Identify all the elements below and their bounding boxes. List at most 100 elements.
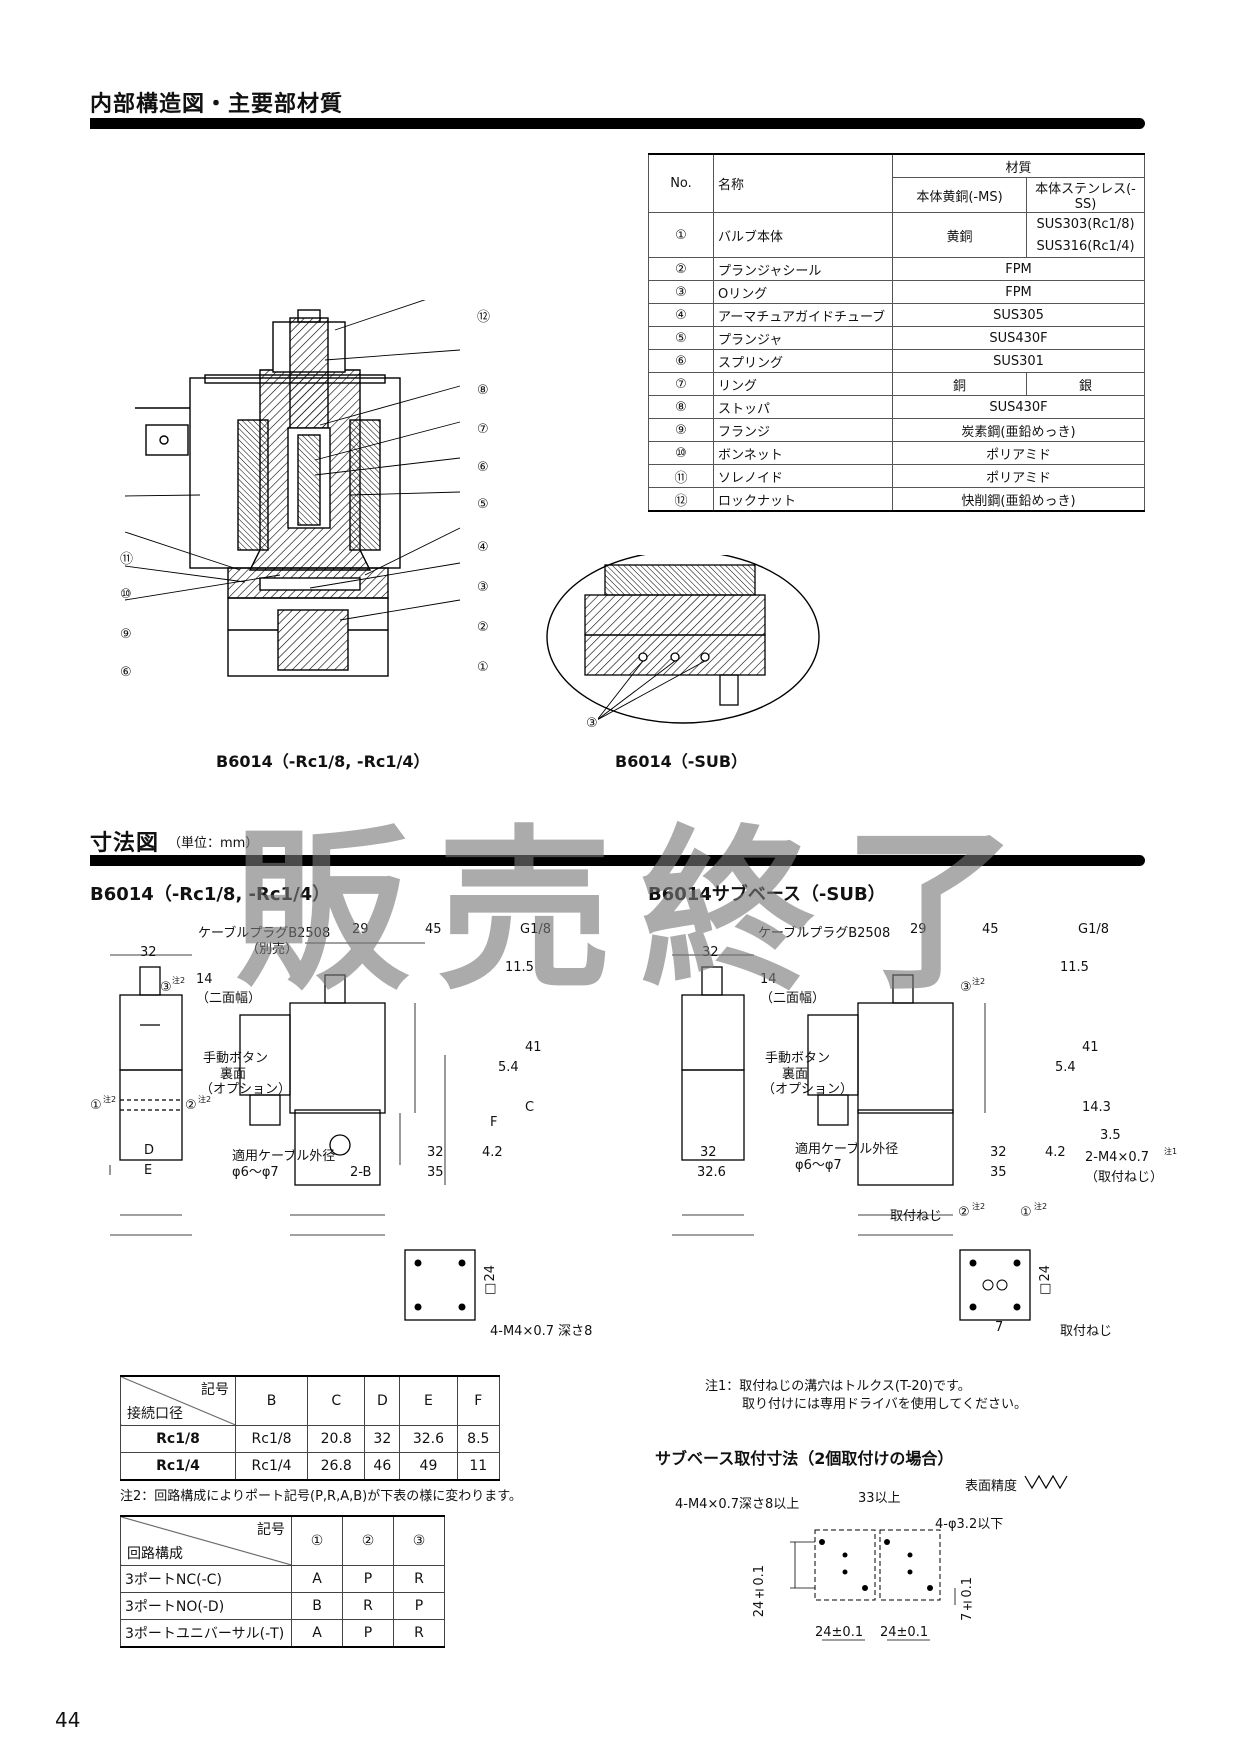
header-config: 回路構成 <box>127 1546 183 1562</box>
dim-5-4: 5.4 <box>498 1060 519 1075</box>
row-ss: SUS303(Rc1/8) <box>1026 212 1145 235</box>
row-name: 3ポートNC(-C) <box>120 1565 292 1593</box>
dim-32b: 32 <box>700 1145 717 1160</box>
dim-45: 45 <box>982 922 999 937</box>
col-E: E <box>399 1375 458 1426</box>
dim-2B: 2-B <box>350 1165 372 1180</box>
cell: 8.5 <box>456 1425 501 1453</box>
col-1: ① <box>291 1515 343 1566</box>
dim-drawing-right <box>672 954 986 1236</box>
dim-4-2: 4.2 <box>1045 1145 1066 1160</box>
table-row: ① バルブ本体 黄銅 SUS303(Rc1/8) <box>648 212 1145 258</box>
col-D: D <box>364 1375 401 1426</box>
dim-29: 29 <box>352 922 369 937</box>
row-no: ① <box>648 212 714 258</box>
cell: 32.6 <box>399 1425 458 1453</box>
row-material: ポリアミド <box>892 464 1145 488</box>
dim-E: E <box>144 1163 153 1178</box>
note-ref: 注2 <box>972 977 986 986</box>
table-row: 3ポートユニバーサル(-T) A P R <box>120 1619 445 1648</box>
materials-header-ms: 本体黄銅(-MS) <box>892 177 1027 213</box>
note-ref: 注2 <box>198 1095 212 1104</box>
label-back: 裏面 <box>220 1067 247 1082</box>
dim-7-v: 7±0.1 <box>960 1577 975 1621</box>
callout-3-dim: ③ <box>960 980 972 995</box>
dim-left-title: B6014（-Rc1/8, -Rc1/4） <box>90 884 331 905</box>
label-back: 裏面 <box>782 1067 809 1082</box>
header-symbol: 記号 <box>257 1522 285 1538</box>
cell: Rc1/4 <box>234 1452 309 1481</box>
subbase-title: サブベース取付寸法（2個取付けの場合） <box>655 1449 954 1468</box>
row-name: 3ポートNO(-D) <box>120 1592 292 1620</box>
table-row: Rc1/4 Rc1/4 26.8 46 49 11 <box>120 1452 501 1481</box>
caption-left: B6014（-Rc1/8, -Rc1/4） <box>216 752 430 771</box>
cell: P <box>342 1565 394 1593</box>
cell: B <box>291 1592 343 1620</box>
cell: A <box>291 1619 343 1648</box>
dim-24-b: 24±0.1 <box>880 1625 929 1640</box>
row-material: SUS301 <box>892 349 1145 373</box>
cell: R <box>342 1592 394 1620</box>
label-cable-plug: ケーブルプラグB2508 <box>198 926 331 941</box>
cell: 11 <box>456 1452 501 1481</box>
section-title-structure: 内部構造図・主要部材質 <box>90 92 344 117</box>
dim-C: C <box>525 1100 535 1115</box>
row-no: ④ <box>648 303 714 327</box>
row-name: バルブ本体 <box>713 212 893 258</box>
callout-11: ⑪ <box>120 552 134 567</box>
dim-41: 41 <box>1082 1040 1099 1055</box>
label-cable-od: 適用ケーブル外径 <box>795 1142 899 1157</box>
row-name: アーマチュアガイドチューブ <box>713 303 893 327</box>
callout-3: ③ <box>477 580 489 595</box>
materials-header-name: 名称 <box>713 153 893 213</box>
dim-phi: 4-φ3.2以下 <box>935 1517 1004 1532</box>
dim-11-5: 11.5 <box>505 960 534 975</box>
label-separate: （別売） <box>246 942 299 957</box>
dim-41: 41 <box>525 1040 542 1055</box>
dim-24-a: 24±0.1 <box>815 1625 864 1640</box>
header-symbol: 記号 <box>201 1382 229 1398</box>
materials-header-ss: 本体ステンレス(-SS) <box>1026 177 1145 213</box>
dim-3-5: 3.5 <box>1100 1128 1121 1143</box>
label-mount-screw: （取付ねじ） <box>1085 1170 1164 1185</box>
dim-g18: G1/8 <box>520 922 551 937</box>
unit-note: （単位：mm） <box>168 836 259 851</box>
materials-table: No. 名称 材質 本体黄銅(-MS) 本体ステンレス(-SS) ① バルブ本体… <box>648 153 1145 512</box>
surface-finish-icon <box>1024 1474 1068 1490</box>
dim-g18: G1/8 <box>1078 922 1109 937</box>
dim-14: 14 <box>196 972 213 987</box>
cell: 26.8 <box>307 1452 366 1481</box>
callout-7: ⑦ <box>477 422 489 437</box>
callout-10: ⑩ <box>120 587 132 602</box>
row-name: フランジ <box>713 418 893 442</box>
surface-accuracy: 表面精度 <box>965 1479 1018 1494</box>
cell: R <box>393 1565 445 1593</box>
row-ss: 銀 <box>1026 372 1145 396</box>
row-name: リング <box>713 372 893 396</box>
dimension-table-corner: 記号 接続口径 <box>120 1375 236 1426</box>
dimension-table: 記号 接続口径 B C D E F Rc1/8 Rc1/8 20.8 32 32… <box>120 1375 501 1481</box>
dim-32b: 32 <box>427 1145 444 1160</box>
row-no: ③ <box>648 280 714 304</box>
callout-4: ④ <box>477 540 489 555</box>
callout-5: ⑤ <box>477 497 489 512</box>
label-option: （オプション） <box>200 1082 292 1097</box>
row-material: 炭素鋼(亜鉛めっき) <box>892 418 1145 442</box>
dim-35: 35 <box>427 1165 444 1180</box>
row-ms: 銅 <box>892 372 1027 396</box>
dim-drawing-left <box>109 942 446 1236</box>
label-cable-range: φ6～φ7 <box>795 1158 842 1173</box>
subbase-detail-drawing <box>546 555 820 724</box>
section-rule <box>90 118 1145 129</box>
row-no: ⑧ <box>648 395 714 419</box>
callout-1-mount: ① <box>1020 1205 1032 1220</box>
row-no: ⑦ <box>648 372 714 396</box>
dim-32c: 32 <box>990 1145 1007 1160</box>
cell: R <box>393 1619 445 1648</box>
callout-2: ② <box>477 620 489 635</box>
